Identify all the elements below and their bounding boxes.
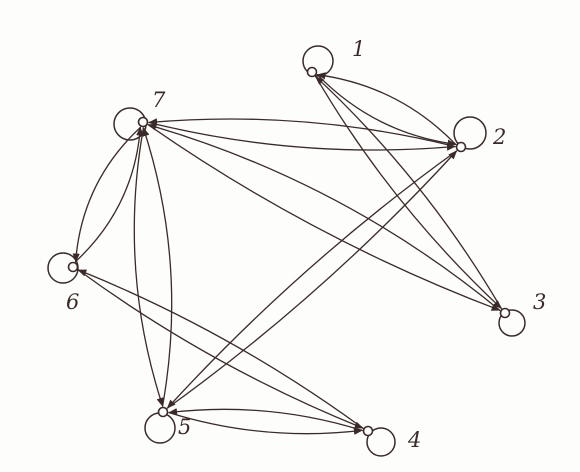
node-label-4: 4 <box>407 428 421 452</box>
node-label-5: 5 <box>178 415 191 439</box>
node-3 <box>499 307 511 319</box>
edge-6-to-4 <box>77 269 364 429</box>
edge-6-to-7 <box>74 126 144 263</box>
edge-2-to-7 <box>148 118 456 148</box>
edge-2-to-1 <box>316 72 457 145</box>
edge-5-to-7 <box>142 127 173 407</box>
edge-5-to-4 <box>168 411 363 435</box>
node-2 <box>455 141 467 153</box>
node-1 <box>306 66 318 78</box>
labels-layer: 1 2 3 4 5 6 7 <box>66 37 546 452</box>
self-loop-4 <box>366 427 396 457</box>
edge-4-to-6 <box>77 269 364 429</box>
edge-4-to-5 <box>168 408 363 432</box>
edge-7-to-3 <box>147 124 501 311</box>
edge-5-to-2 <box>166 150 458 409</box>
node-label-6: 6 <box>66 290 79 314</box>
edge-3-to-1 <box>315 76 502 309</box>
node-label-3: 3 <box>533 290 546 314</box>
self-loop-3 <box>498 309 526 337</box>
edge-3-to-7 <box>147 123 501 311</box>
nodes-layer <box>67 66 511 437</box>
self-loop-2 <box>453 116 487 150</box>
edge-7-to-2 <box>148 121 456 151</box>
edges-layer <box>72 72 502 435</box>
edge-7-to-5 <box>133 127 164 407</box>
edge-1-to-2 <box>316 74 457 147</box>
node-label-1: 1 <box>352 37 365 61</box>
node-4 <box>362 425 374 437</box>
node-label-2: 2 <box>492 125 506 149</box>
node-label-7: 7 <box>152 88 166 112</box>
node-5 <box>157 406 169 418</box>
edge-1-to-3 <box>315 76 502 309</box>
edge-2-to-5 <box>166 150 458 409</box>
edge-7-to-6 <box>72 126 142 263</box>
node-7 <box>137 116 149 128</box>
node-6 <box>67 261 79 273</box>
self-loop-5 <box>144 412 176 444</box>
